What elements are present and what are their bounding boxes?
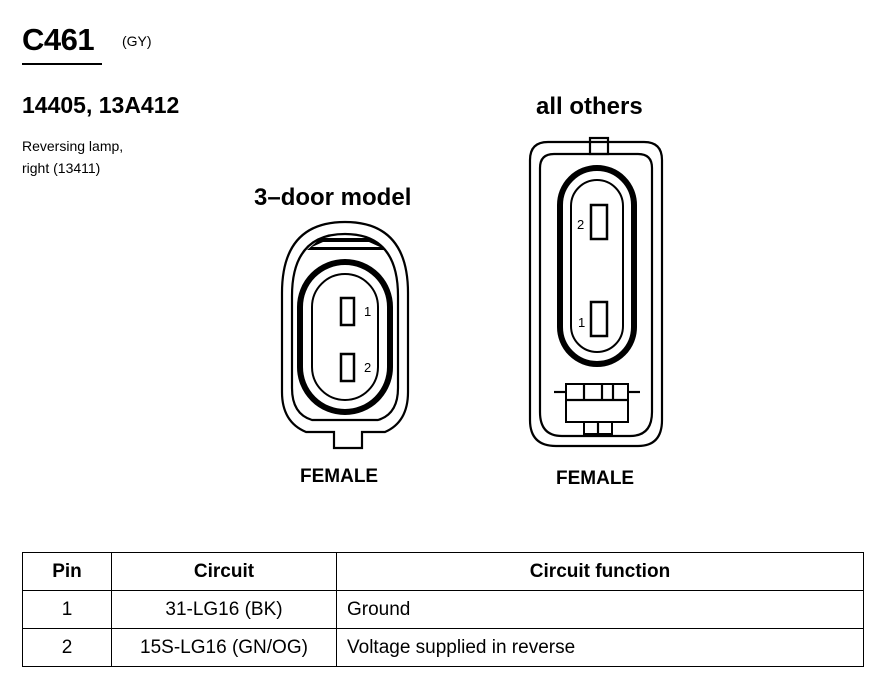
pin-slot-2 <box>339 352 356 383</box>
header-pin: Pin <box>22 552 112 591</box>
table-row: 1 31-LG16 (BK) Ground <box>22 590 864 629</box>
gender-label-all-others: FEMALE <box>556 468 635 489</box>
component-description-line1: Reversing lamp, <box>22 138 124 154</box>
cell-pin: 2 <box>22 628 112 667</box>
pin-circuit-table: Pin Circuit Circuit function 1 31-LG16 (… <box>22 552 864 667</box>
header-circuit: Circuit <box>111 552 337 591</box>
view-title-3door: 3–door model <box>254 184 412 211</box>
connector-id-underline <box>22 63 102 65</box>
cell-circuit-function: Ground <box>336 590 864 629</box>
gender-label-3door: FEMALE <box>300 466 379 487</box>
cell-circuit: 31-LG16 (BK) <box>111 590 337 629</box>
cell-circuit-function: Voltage supplied in reverse <box>336 628 864 667</box>
connector-all-others-drawing <box>528 136 664 448</box>
pin-label-3door-1: 1 <box>364 304 371 319</box>
pin-label-others-1: 1 <box>578 315 585 330</box>
table-row: 2 15S-LG16 (GN/OG) Voltage supplied in r… <box>22 628 864 667</box>
table-header-row: Pin Circuit Circuit function <box>22 552 864 591</box>
part-numbers: 14405, 13A412 <box>22 92 180 118</box>
cell-pin: 1 <box>22 590 112 629</box>
component-description-line2: right (13411) <box>22 160 101 176</box>
pin-label-3door-2: 2 <box>364 360 371 375</box>
connector-3door-drawing <box>280 220 410 450</box>
pin-slot-1-others <box>589 300 609 338</box>
view-title-all-others: all others <box>536 93 643 120</box>
connector-id: C461 <box>22 22 95 57</box>
pin-label-others-2: 2 <box>577 217 584 232</box>
pin-slot-2-others <box>589 203 609 241</box>
cell-circuit: 15S-LG16 (GN/OG) <box>111 628 337 667</box>
pin-slot-1 <box>339 296 356 327</box>
header-circuit-function: Circuit function <box>336 552 864 591</box>
connector-color: (GY) <box>122 33 152 49</box>
